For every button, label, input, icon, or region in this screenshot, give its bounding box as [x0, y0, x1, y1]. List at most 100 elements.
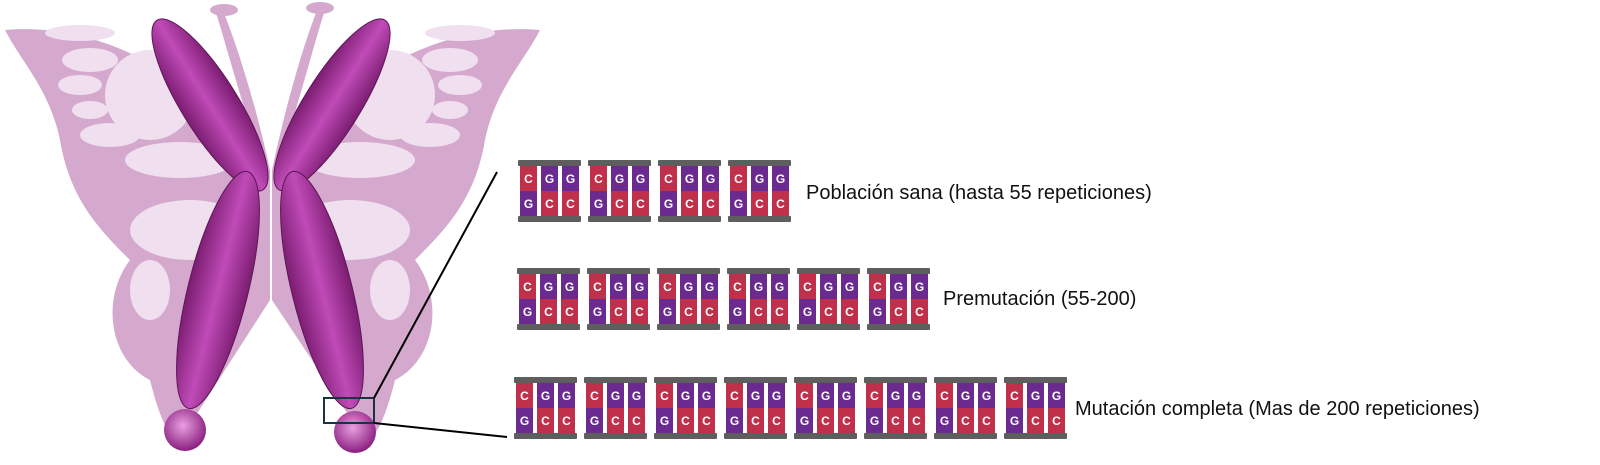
nucleotide-C: C: [936, 383, 953, 408]
nucleotide-G: G: [656, 408, 673, 433]
zoom-line-bottom: [373, 422, 508, 438]
nucleotide-G: G: [611, 166, 628, 191]
nucleotide-G: G: [607, 383, 624, 408]
nucleotide-G: G: [838, 383, 855, 408]
nucleotide-G: G: [562, 166, 579, 191]
nucleotide-G: G: [817, 383, 834, 408]
nucleotide-C: C: [586, 383, 603, 408]
nucleotide-G: G: [660, 191, 677, 216]
strand-cap: [934, 433, 997, 439]
nucleotide-G: G: [729, 299, 746, 324]
nucleotide-C: C: [611, 191, 628, 216]
telomere-left: [164, 409, 206, 451]
nucleotide-C: C: [908, 408, 925, 433]
nucleotide-C: C: [978, 408, 995, 433]
nucleotide-G: G: [799, 299, 816, 324]
nucleotide-G: G: [750, 274, 767, 299]
strand-cap: [864, 377, 927, 383]
nucleotide-C: C: [841, 299, 858, 324]
wing-spots: [45, 25, 495, 320]
nucleotide-C: C: [701, 299, 718, 324]
nucleotide-C: C: [589, 274, 606, 299]
nucleotide-C: C: [628, 408, 645, 433]
strand-cap: [657, 268, 720, 274]
nucleotide-G: G: [698, 383, 715, 408]
strand-cap: [797, 268, 860, 274]
strand-cap: [728, 160, 791, 166]
nucleotide-G: G: [681, 166, 698, 191]
nucleotide-G: G: [628, 383, 645, 408]
nucleotide-G: G: [659, 299, 676, 324]
nucleotide-C: C: [631, 299, 648, 324]
strand-cap: [518, 216, 581, 222]
strand-cap: [517, 324, 580, 330]
strand-cap: [654, 433, 717, 439]
nucleotide-C: C: [607, 408, 624, 433]
strand-cap: [657, 324, 720, 330]
strand-cap: [864, 433, 927, 439]
nucleotide-C: C: [817, 408, 834, 433]
nucleotide-G: G: [516, 408, 533, 433]
nucleotide-G: G: [680, 274, 697, 299]
strand-cap: [727, 268, 790, 274]
nucleotide-C: C: [656, 383, 673, 408]
x-chromosome: [151, 18, 391, 410]
nucleotide-C: C: [537, 408, 554, 433]
label-healthy: Población sana (hasta 55 repeticiones): [806, 182, 1152, 204]
nucleotide-C: C: [680, 299, 697, 324]
nucleotide-G: G: [1048, 383, 1065, 408]
nucleotide-C: C: [516, 383, 533, 408]
strand-cap: [1004, 377, 1067, 383]
nucleotide-C: C: [519, 274, 536, 299]
strand-cap: [514, 433, 577, 439]
nucleotide-C: C: [887, 408, 904, 433]
label-premutation: Premutación (55-200): [943, 288, 1137, 310]
nucleotide-C: C: [799, 274, 816, 299]
nucleotide-G: G: [841, 274, 858, 299]
nucleotide-G: G: [701, 274, 718, 299]
strand-cap: [658, 216, 721, 222]
strand-cap: [584, 433, 647, 439]
nucleotide-C: C: [768, 408, 785, 433]
nucleotide-C: C: [820, 299, 837, 324]
nucleotide-G: G: [869, 299, 886, 324]
strand-cap: [1004, 433, 1067, 439]
nucleotide-C: C: [590, 166, 607, 191]
